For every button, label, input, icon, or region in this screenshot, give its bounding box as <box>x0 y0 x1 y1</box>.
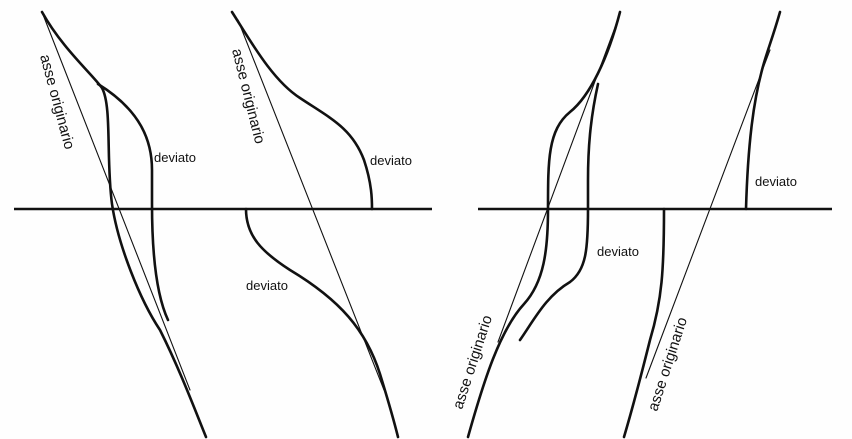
right-line1-curve <box>466 10 622 439</box>
right-line2-upper-curve <box>744 10 782 211</box>
left-line1-axis-label: asse originario <box>36 53 78 152</box>
left-line1-deviated-label: deviato <box>154 150 196 165</box>
right-line1-deviated-label: deviato <box>597 244 639 259</box>
left-panel: asse originario deviato asse originario … <box>14 10 432 439</box>
left-line1-original-axis <box>41 11 191 391</box>
left-line2-original-axis <box>237 19 385 391</box>
left-line2-deviated-label-lower: deviato <box>246 278 288 293</box>
right-line1-deviated-branch <box>518 82 600 342</box>
left-line1-curve <box>40 10 208 439</box>
right-line2-lower-curve <box>622 207 666 439</box>
right-line2-original-axis <box>645 49 771 379</box>
right-panel: asse originario deviato asse originario … <box>450 10 832 439</box>
left-line2-axis-label: asse originario <box>228 47 268 146</box>
left-line2-lower-curve <box>244 207 400 439</box>
right-line2-deviated-label: deviato <box>755 174 797 189</box>
right-line1-axis-label: asse originario <box>450 313 496 411</box>
left-line2-deviated-label-upper: deviato <box>370 153 412 168</box>
left-line1-deviated-branch <box>96 82 170 322</box>
left-line2-upper-curve <box>230 10 374 211</box>
